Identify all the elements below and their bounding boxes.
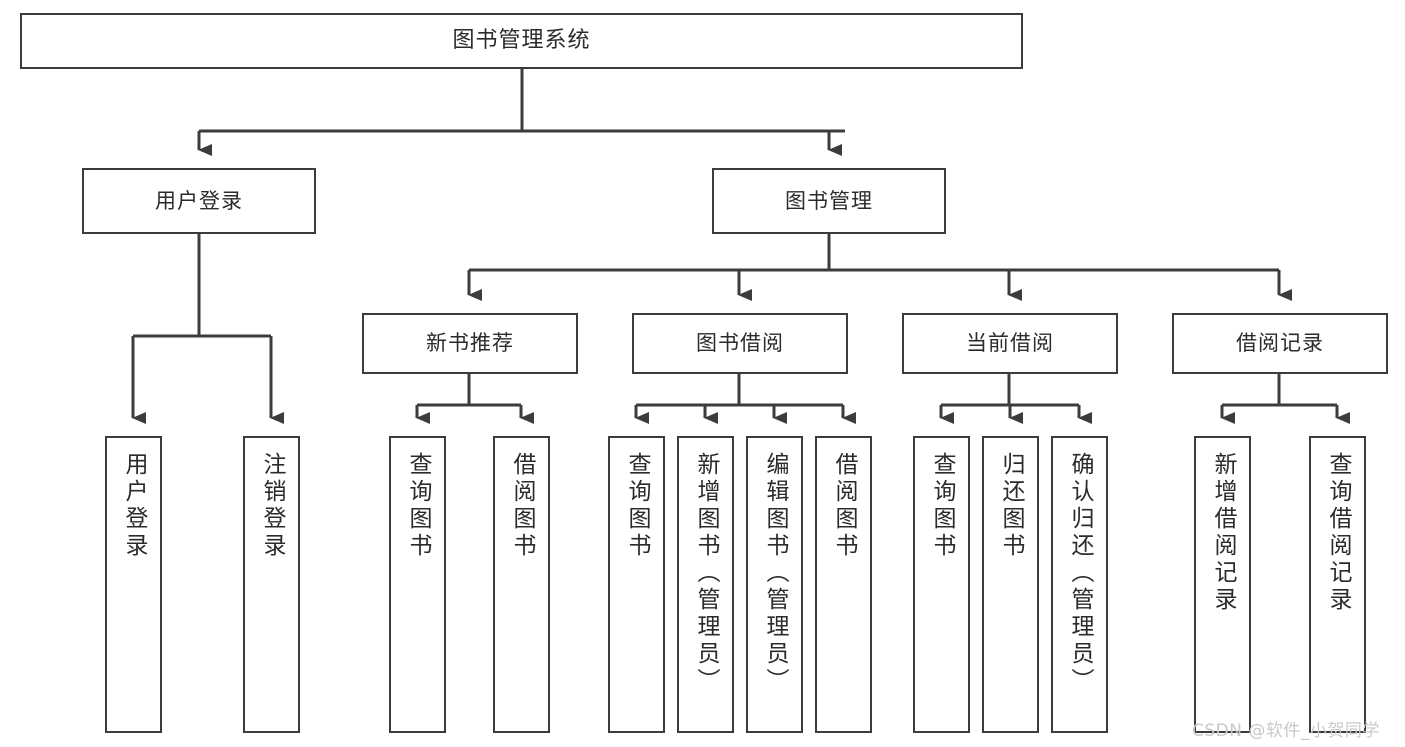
node-user-login[interactable]: 用户登录 [82, 168, 316, 234]
leaf-query-book-cb[interactable]: 查询图书 [913, 436, 970, 733]
node-borrowing-record[interactable]: 借阅记录 [1172, 313, 1388, 374]
leaf-label: 查询借阅记录 [1325, 452, 1351, 614]
leaf-return-book[interactable]: 归还图书 [982, 436, 1039, 733]
node-book-management[interactable]: 图书管理 [712, 168, 946, 234]
node-label: 借阅记录 [1236, 331, 1324, 356]
leaf-label: 查询图书 [624, 452, 650, 560]
node-current-borrowing[interactable]: 当前借阅 [902, 313, 1118, 374]
leaf-label: 注销登录 [259, 452, 285, 560]
leaf-logout[interactable]: 注销登录 [243, 436, 300, 733]
leaf-label: 归还图书 [998, 452, 1024, 560]
node-label: 当前借阅 [966, 331, 1054, 356]
node-label: 图书借阅 [696, 331, 784, 356]
leaf-label: 借阅图书 [509, 452, 535, 560]
leaf-label: 查询图书 [405, 452, 431, 560]
leaf-label: 编辑图书（管理员） [762, 452, 788, 695]
leaf-query-book-bb[interactable]: 查询图书 [608, 436, 665, 733]
leaf-label: 查询图书 [929, 452, 955, 560]
node-book-borrowing[interactable]: 图书借阅 [632, 313, 848, 374]
leaf-label: 确认归还（管理员） [1067, 452, 1093, 695]
leaf-query-borrow-record[interactable]: 查询借阅记录 [1309, 436, 1366, 733]
node-label: 用户登录 [155, 188, 243, 213]
leaf-borrow-book-bb[interactable]: 借阅图书 [815, 436, 872, 733]
node-new-book-recommendation[interactable]: 新书推荐 [362, 313, 578, 374]
csdn-watermark: CSDN @软件_小贺同学 [1192, 721, 1380, 741]
node-label: 图书管理 [785, 188, 873, 213]
leaf-label: 用户登录 [121, 452, 147, 560]
leaf-add-borrow-record[interactable]: 新增借阅记录 [1194, 436, 1251, 733]
node-label: 图书管理系统 [452, 28, 591, 54]
leaf-add-book-admin[interactable]: 新增图书（管理员） [677, 436, 734, 733]
leaf-edit-book-admin[interactable]: 编辑图书（管理员） [746, 436, 803, 733]
leaf-user-login[interactable]: 用户登录 [105, 436, 162, 733]
leaf-borrow-book-nbr[interactable]: 借阅图书 [493, 436, 550, 733]
leaf-confirm-return-admin[interactable]: 确认归还（管理员） [1051, 436, 1108, 733]
leaf-query-book-nbr[interactable]: 查询图书 [389, 436, 446, 733]
leaf-label: 新增图书（管理员） [693, 452, 719, 695]
node-root-book-management-system[interactable]: 图书管理系统 [20, 13, 1023, 69]
leaf-label: 新增借阅记录 [1210, 452, 1236, 614]
leaf-label: 借阅图书 [831, 452, 857, 560]
node-label: 新书推荐 [426, 331, 514, 356]
